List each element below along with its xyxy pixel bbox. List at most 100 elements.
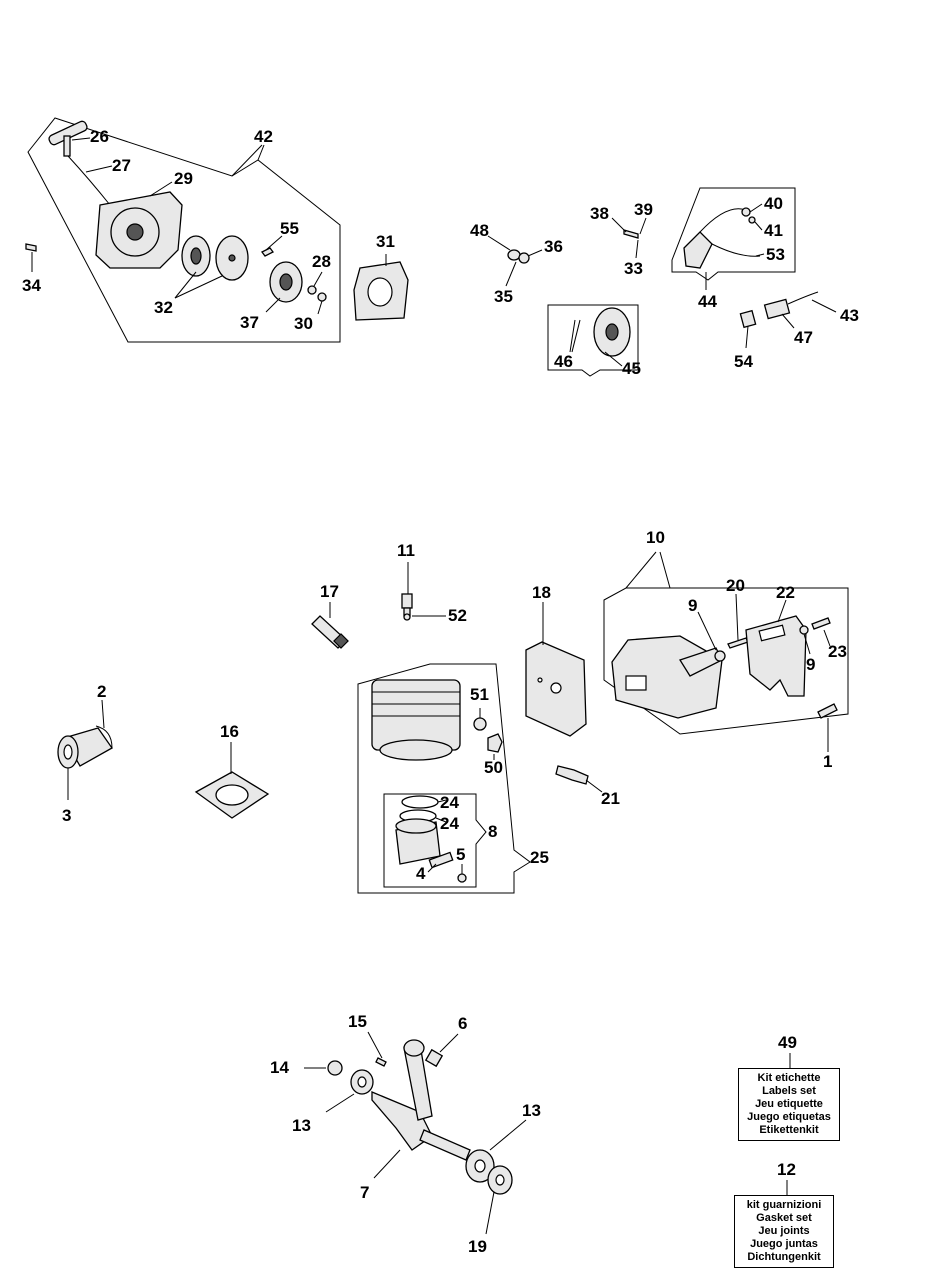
callout-8: 8: [488, 822, 498, 841]
screw-1-part: [817, 703, 838, 719]
callout-4: 4: [416, 864, 426, 883]
needle-cage-part: [424, 1048, 444, 1068]
crankshaft-part: [371, 1039, 471, 1161]
terminal-41-part: [748, 216, 756, 224]
labels-kit-line-fr: Jeu etiquette: [755, 1098, 823, 1110]
cylinder-gasket-part: [194, 771, 270, 819]
piston-part: [395, 818, 441, 865]
spark-plug-part: [311, 615, 349, 649]
callout-55: 55: [280, 219, 299, 238]
callout-26: 26: [90, 127, 109, 146]
callout-48: 48: [470, 221, 489, 240]
muffler-plate-part: [745, 615, 807, 697]
callout-46: 46: [554, 352, 573, 371]
callout-34: 34: [22, 276, 41, 295]
callout-9b: 9: [806, 655, 816, 674]
bearing-13b-part: [465, 1149, 495, 1183]
key-15-part: [375, 1057, 387, 1067]
labels-kit-line-de: Etikettenkit: [759, 1124, 819, 1136]
callout-35: 35: [494, 287, 513, 306]
flywheel-part: [593, 307, 631, 357]
labels-kit-box: Kit etichette Labels set Jeu etiquette J…: [738, 1068, 840, 1141]
gasket-kit-box: kit guarnizioni Gasket set Jeu joints Ju…: [734, 1195, 834, 1268]
pulley-part: [181, 235, 211, 277]
callout-37: 37: [240, 313, 259, 332]
muffler-part: [611, 635, 723, 719]
callout-9a: 9: [688, 596, 698, 615]
callout-21: 21: [601, 789, 620, 808]
flywheel-group-outline: [547, 304, 639, 377]
seal-19-part: [487, 1165, 513, 1195]
screw-23-part: [811, 617, 831, 630]
callout-24b: 24: [440, 814, 459, 833]
callout-45: 45: [622, 359, 641, 378]
starter-hub-part: [269, 261, 303, 303]
callout-16: 16: [220, 722, 239, 741]
callout-29: 29: [174, 169, 193, 188]
starter-rope-part: [67, 155, 111, 206]
callout-11: 11: [397, 541, 415, 560]
callout-49: 49: [778, 1033, 797, 1052]
callout-44: 44: [698, 292, 717, 311]
callout-52: 52: [448, 606, 467, 625]
ignition-group-outline: [671, 187, 796, 281]
cylinder-group-outline: [357, 663, 531, 894]
washer-9b-part: [799, 625, 809, 635]
callout-32: 32: [154, 298, 173, 317]
cylinder-part: [371, 679, 461, 761]
piston-pin-part: [428, 851, 454, 869]
callout-50: 50: [484, 758, 503, 777]
callout-5: 5: [456, 845, 466, 864]
callout-38: 38: [590, 204, 609, 223]
bearing-13a-part: [350, 1069, 374, 1095]
piston-ring-a-part: [401, 795, 439, 809]
callout-22: 22: [776, 583, 795, 602]
switch-plate-54-part: [739, 309, 757, 329]
callout-19: 19: [468, 1237, 487, 1256]
callout-2: 2: [97, 682, 107, 701]
washer-9a-part: [714, 650, 726, 662]
callout-51: 51: [470, 685, 489, 704]
callout-18: 18: [532, 583, 551, 602]
heat-shield-part: [525, 641, 587, 737]
callout-39: 39: [634, 200, 653, 219]
nut-washer-48-part: [507, 249, 530, 264]
circlip-part: [457, 873, 467, 883]
starter-handle-part: [48, 120, 88, 157]
callout-27: 27: [112, 156, 131, 175]
labels-kit-line-en: Labels set: [762, 1085, 816, 1097]
gasket-kit-line-es: Juego juntas: [750, 1238, 818, 1250]
callout-12: 12: [777, 1160, 796, 1179]
labels-kit-line-es: Juego etiquetas: [747, 1111, 831, 1123]
terminal-40-part: [741, 207, 751, 217]
washer-28-part: [307, 285, 317, 295]
callout-20: 20: [726, 576, 745, 595]
washer-51-part: [473, 717, 487, 731]
callout-30: 30: [294, 314, 313, 333]
callout-24a: 24: [440, 793, 459, 812]
ignition-coil-part: [683, 208, 761, 269]
gasket-kit-line-it: kit guarnizioni: [746, 1199, 822, 1211]
spring-cover-part: [215, 235, 249, 281]
callout-54: 54: [734, 352, 753, 371]
gasket-kit-line-fr: Jeu joints: [758, 1225, 810, 1237]
nut-50-part: [487, 733, 503, 753]
callout-3: 3: [62, 806, 72, 825]
callout-33: 33: [624, 259, 643, 278]
gasket-kit-line-de: Dichtungenkit: [747, 1251, 821, 1263]
callout-17: 17: [320, 582, 339, 601]
callout-36: 36: [544, 237, 563, 256]
callout-53: 53: [766, 245, 785, 264]
bolt-11-part: [401, 593, 413, 617]
starter-housing-part: [95, 191, 183, 269]
callout-42: 42: [254, 127, 273, 146]
nut-30-part: [317, 292, 327, 302]
labels-kit-line-it: Kit etichette: [757, 1072, 821, 1084]
callout-6: 6: [458, 1014, 468, 1033]
callout-23: 23: [828, 642, 847, 661]
piston-group-outline: [383, 793, 487, 888]
bearing-14-part: [327, 1060, 343, 1076]
callout-25: 25: [530, 848, 549, 867]
muffler-bolt-21-part: [555, 765, 589, 785]
